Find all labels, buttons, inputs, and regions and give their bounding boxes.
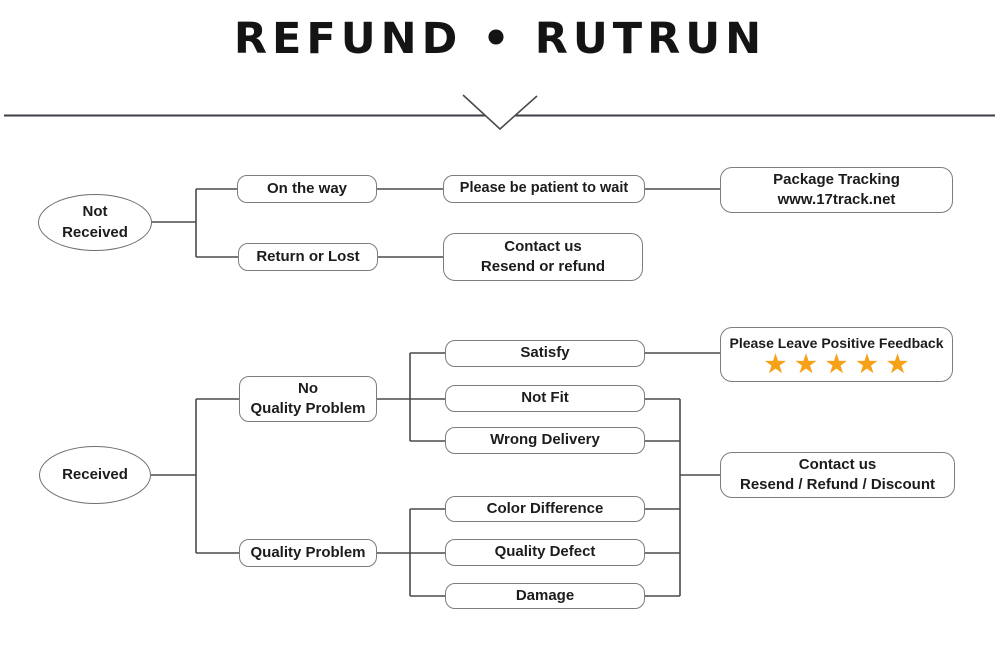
page-title: REFUND • RUTRUN	[233, 14, 767, 64]
node-color-difference: Color Difference	[445, 496, 645, 522]
node-quality-problem: Quality Problem	[239, 539, 377, 567]
node-package-tracking: Package Tracking www.17track.net	[720, 167, 953, 213]
quality-problem-fanout-lines	[377, 508, 445, 597]
feedback-label: Please Leave Positive Feedback	[729, 334, 944, 351]
received-branch-lines	[151, 398, 239, 554]
no-quality-problem-fanout-lines	[377, 352, 445, 442]
node-on-the-way: On the way	[237, 175, 377, 203]
node-return-or-lost: Return or Lost	[238, 243, 378, 271]
five-star-rating-icons: ★★★★★	[764, 350, 918, 378]
down-chevron-icon	[462, 94, 538, 131]
node-received: Received	[39, 446, 151, 504]
node-satisfy: Satisfy	[445, 340, 645, 367]
not-received-branch-lines	[152, 188, 720, 258]
node-please-be-patient: Please be patient to wait	[443, 175, 645, 203]
node-no-quality-problem: No Quality Problem	[239, 376, 377, 422]
node-contact-resend-refund-discount: Contact us Resend / Refund / Discount	[720, 452, 955, 498]
node-quality-defect: Quality Defect	[445, 539, 645, 566]
merge-to-results-lines	[645, 352, 720, 597]
node-damage: Damage	[445, 583, 645, 609]
node-contact-resend-refund: Contact us Resend or refund	[443, 233, 643, 281]
node-not-fit: Not Fit	[445, 385, 645, 412]
node-not-received: Not Received	[38, 194, 152, 251]
node-positive-feedback: Please Leave Positive Feedback ★★★★★	[720, 327, 953, 382]
node-wrong-delivery: Wrong Delivery	[445, 427, 645, 454]
